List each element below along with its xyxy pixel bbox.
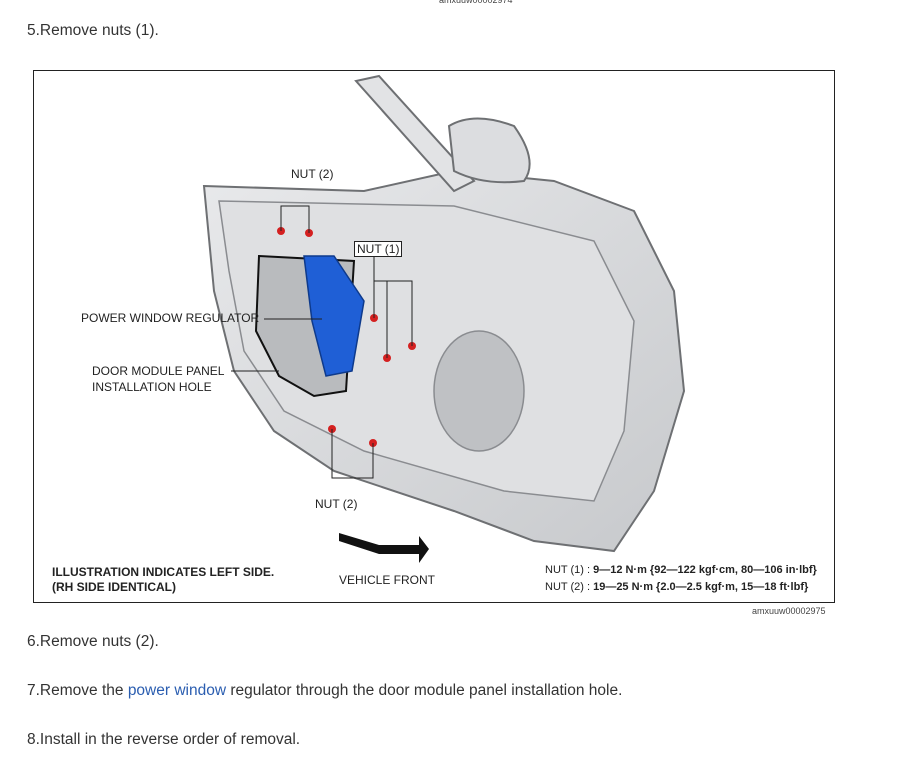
step-7: 7.Remove the power window regulator thro…: [27, 682, 622, 700]
step-7-prefix: 7.Remove the: [27, 682, 128, 699]
step-7-suffix: regulator through the door module panel …: [226, 682, 623, 699]
image-code-bottom: amxuuw00002975: [752, 606, 826, 616]
nut-2-spec-label: NUT (2) :: [545, 581, 594, 593]
label-nut-2-top: NUT (2): [291, 167, 334, 181]
speaker-hole: [433, 330, 525, 452]
leader-lines: [231, 205, 413, 479]
label-vehicle-front: VEHICLE FRONT: [339, 573, 436, 587]
power-window-regulator: [303, 255, 365, 377]
note-rh-identical: (RH SIDE IDENTICAL): [52, 580, 176, 594]
nut-1-torque-spec: NUT (1) : 9—12 N·m {92—122 kgf·cm, 80—10…: [545, 564, 817, 576]
nut-1-spec-value: 9—12 N·m {92—122 kgf·cm, 80—106 in·lbf}: [593, 564, 817, 576]
label-power-window-regulator: POWER WINDOW REGULATOR: [81, 311, 260, 325]
image-code-top: amxuuw00002974: [439, 0, 513, 5]
nut-2-spec-value: 19—25 N·m {2.0—2.5 kgf·m, 15—18 ft·lbf}: [593, 581, 809, 593]
step-8: 8.Install in the reverse order of remova…: [27, 731, 301, 748]
note-left-side: ILLUSTRATION INDICATES LEFT SIDE.: [52, 565, 275, 579]
vehicle-front-arrow: [339, 533, 429, 563]
door-illustration: NUT (2) NUT (1) POWER WINDOW REGULATOR D…: [33, 70, 835, 603]
side-mirror: [447, 117, 531, 184]
label-door-module-panel-line2: INSTALLATION HOLE: [92, 380, 212, 394]
step-6: 6.Remove nuts (2).: [27, 633, 159, 650]
nut-2-torque-spec: NUT (2) : 19—25 N·m {2.0—2.5 kgf·m, 15—1…: [545, 581, 808, 593]
door-drawing: [202, 74, 686, 563]
label-nut-2-bottom: NUT (2): [315, 497, 358, 511]
step-5: 5.Remove nuts (1).: [27, 22, 159, 39]
power-window-link[interactable]: power window: [127, 682, 227, 699]
nut-1-spec-label: NUT (1) :: [545, 564, 594, 576]
label-nut-1: NUT (1): [354, 241, 403, 257]
window-frame: [354, 74, 476, 193]
label-door-module-panel-line1: DOOR MODULE PANEL: [92, 364, 225, 378]
